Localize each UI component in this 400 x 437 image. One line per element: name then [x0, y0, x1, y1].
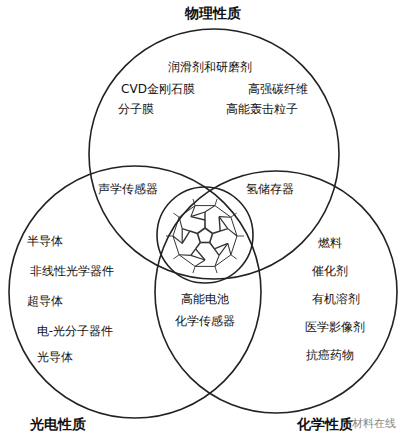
- bond-line: [200, 242, 209, 244]
- bond-line: [231, 236, 237, 255]
- bond-line: [204, 220, 206, 228]
- bond-line: [205, 206, 215, 212]
- region-item: CVD金刚石膜: [121, 83, 195, 96]
- bond-line: [173, 213, 179, 217]
- venn-circle: 化学性质: [154, 170, 398, 414]
- region-item: 医学影像剂: [305, 321, 365, 334]
- c60-molecule: [166, 199, 244, 273]
- circle-outline: [8, 165, 262, 419]
- region-item: 分子膜: [118, 103, 154, 116]
- bond-line: [191, 212, 205, 217]
- bond-line: [182, 229, 190, 232]
- circle-line: [89, 29, 339, 279]
- bond-line: [237, 236, 244, 237]
- region-item: 化学传感器: [175, 315, 235, 328]
- bond-line: [173, 255, 179, 259]
- circle-heading: 物理性质: [185, 6, 241, 20]
- region-item: 光导体: [37, 351, 73, 364]
- circle-line: [9, 166, 261, 418]
- bond-line: [215, 255, 231, 267]
- circle-line: [155, 171, 397, 413]
- bond-line: [228, 229, 237, 236]
- center-circle: [157, 187, 253, 283]
- bond-line: [219, 216, 231, 218]
- bond-line: [179, 254, 191, 256]
- bond-line: [190, 231, 198, 233]
- watermark: 材料在线: [352, 418, 396, 429]
- circle-outline: [154, 170, 398, 414]
- bond-line: [219, 217, 228, 229]
- bond-line: [196, 243, 201, 249]
- region-item: 半导体: [27, 235, 63, 248]
- bond-line: [210, 234, 213, 243]
- bond-line: [197, 228, 205, 234]
- region-item: 润滑剂和研磨剂: [168, 61, 252, 74]
- bond-line: [191, 249, 196, 256]
- bond-line: [215, 255, 219, 266]
- bond-line: [228, 243, 231, 254]
- region-item: 抗癌药物: [306, 349, 354, 362]
- bond-line: [173, 236, 182, 243]
- bond-line: [214, 249, 219, 256]
- bond-line: [195, 266, 215, 267]
- region-item: 高能轰击粒子: [226, 103, 298, 116]
- bond-line: [219, 243, 228, 255]
- bond-line: [220, 229, 228, 232]
- region-item: 非线性光学器件: [30, 265, 114, 278]
- bond-line: [195, 205, 215, 206]
- bond-line: [213, 231, 221, 233]
- bond-line: [193, 266, 195, 273]
- region-item: 超导体: [27, 295, 63, 308]
- bond-line: [191, 217, 205, 220]
- region-item: 燃料: [318, 237, 342, 250]
- bond-line: [205, 228, 213, 234]
- region-item: 催化剂: [312, 265, 348, 278]
- bond-line: [215, 199, 217, 206]
- region-item: 高强碳纤维: [248, 83, 308, 96]
- bond-line: [182, 229, 183, 244]
- circle-heading: 化学性质: [297, 417, 353, 431]
- region-item: 高能电池: [181, 293, 229, 306]
- bond-line: [231, 255, 237, 259]
- bond-line: [210, 243, 215, 249]
- bond-line: [191, 255, 205, 260]
- circle-heading: 光电性质: [30, 417, 86, 431]
- venn-circle: 光电性质: [8, 165, 262, 419]
- bond-line: [182, 231, 190, 243]
- region-item: 声学传感器: [98, 183, 158, 196]
- bond-line: [204, 212, 205, 220]
- bond-line: [195, 260, 205, 266]
- region-item: 电-光分子器件: [37, 325, 113, 338]
- bond-line: [215, 266, 217, 273]
- region-item: 有机溶剂: [312, 293, 360, 306]
- region-item: 氢储存器: [246, 183, 294, 196]
- bond-line: [197, 234, 200, 243]
